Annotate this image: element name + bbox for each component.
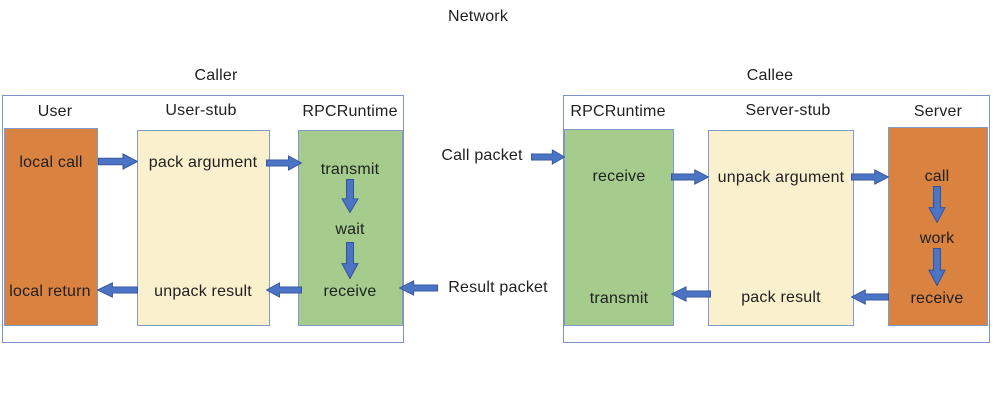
step-receive-server: receive <box>910 290 964 307</box>
callee-rpcruntime-box <box>564 129 674 326</box>
call-packet-label: Call packet <box>441 147 523 164</box>
step-wait: wait <box>335 221 365 238</box>
callee-server-box <box>888 127 988 326</box>
callee-header-rpcruntime: RPCRuntime <box>570 103 666 120</box>
caller-header-user-stub: User-stub <box>165 102 237 119</box>
step-receive-callee: receive <box>592 168 646 185</box>
step-unpack-result: unpack result <box>154 283 252 300</box>
step-work: work <box>919 230 955 247</box>
arrow-receive-to-pack-result-icon <box>851 289 889 305</box>
arrow-transmit-to-wait-icon <box>341 179 359 213</box>
callee-header-server: Server <box>913 103 963 120</box>
caller-user-stub-box <box>137 130 270 326</box>
step-pack-argument: pack argument <box>148 154 258 171</box>
step-receive-caller: receive <box>323 283 377 300</box>
callee-header-server-stub: Server-stub <box>745 102 831 119</box>
network-label: Network <box>447 8 509 25</box>
caller-user-box <box>4 128 98 326</box>
callee-server-stub-box <box>708 130 854 326</box>
step-transmit-caller: transmit <box>320 161 380 178</box>
arrow-result-packet-to-caller-icon <box>399 280 438 296</box>
arrow-wait-to-receive-icon <box>341 242 359 279</box>
step-transmit-callee: transmit <box>589 290 649 307</box>
arrow-local-call-to-pack-argument-icon <box>98 153 138 170</box>
step-pack-result: pack result <box>741 289 821 306</box>
arrow-work-to-receive-icon <box>928 248 946 286</box>
arrow-receive-to-unpack-result-icon <box>266 282 302 298</box>
caller-title: Caller <box>194 67 238 84</box>
arrow-receive-to-unpack-argument-icon <box>671 169 709 185</box>
caller-header-user: User <box>37 103 73 120</box>
arrow-pack-result-to-transmit-icon <box>671 286 711 302</box>
step-call: call <box>924 168 950 185</box>
arrow-call-to-work-icon <box>928 186 946 223</box>
callee-title: Callee <box>746 67 794 84</box>
arrow-unpack-result-to-local-return-icon <box>97 282 138 298</box>
arrow-call-packet-to-callee-icon <box>531 149 565 165</box>
step-unpack-argument: unpack argument <box>717 169 845 186</box>
step-local-return: local return <box>9 283 91 300</box>
arrow-pack-argument-to-transmit-icon <box>266 155 302 171</box>
result-packet-label: Result packet <box>448 279 548 296</box>
caller-rpcruntime-box <box>298 130 403 326</box>
arrow-unpack-argument-to-call-icon <box>851 169 889 185</box>
step-local-call: local call <box>19 154 83 171</box>
caller-header-rpcruntime: RPCRuntime <box>302 103 398 120</box>
